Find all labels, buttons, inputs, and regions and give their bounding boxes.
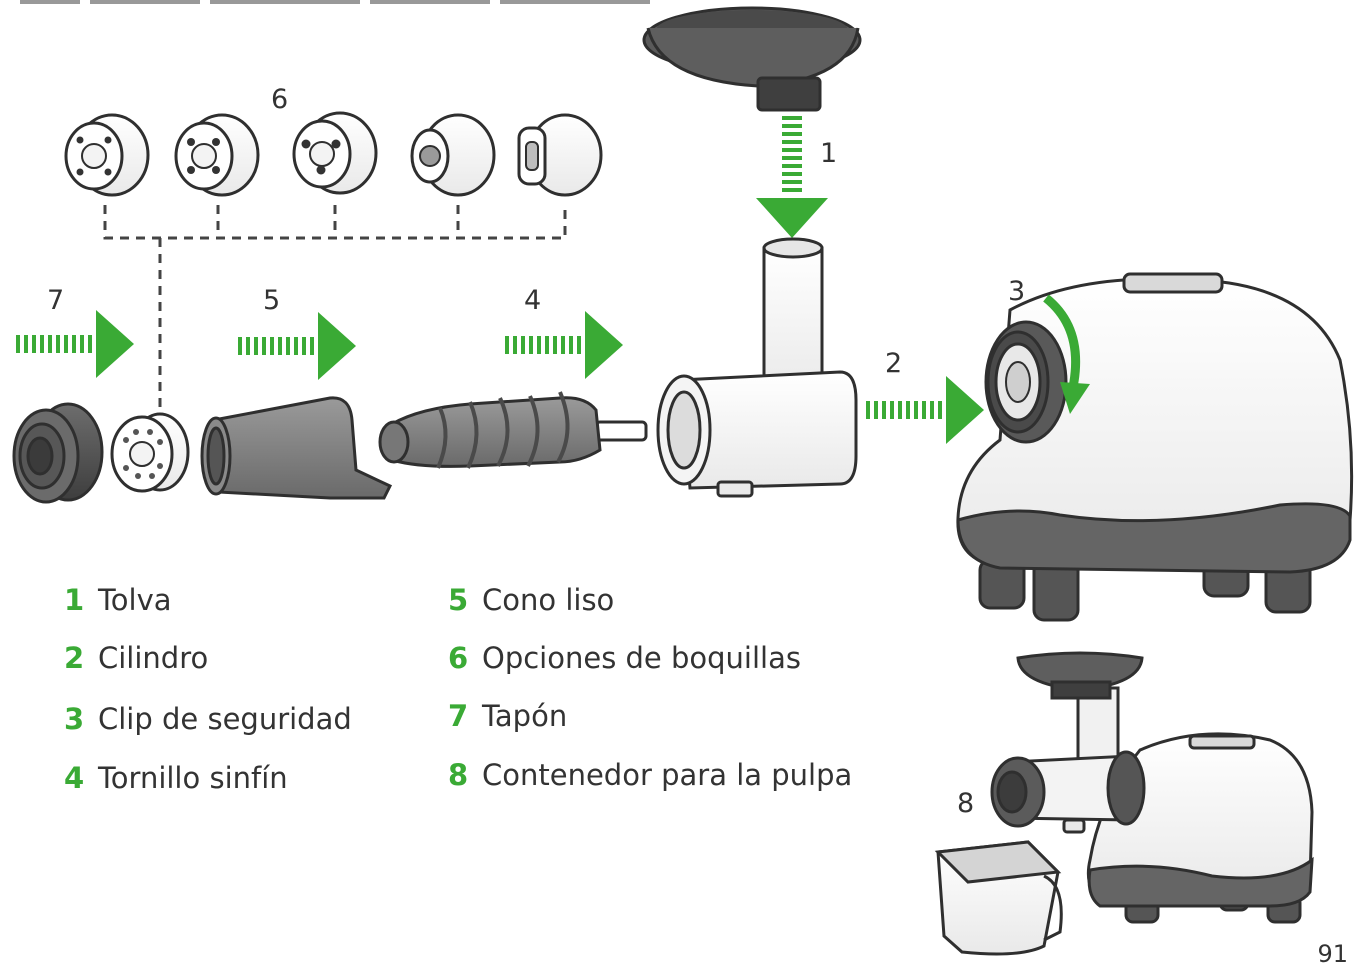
legend-item-4: 4 Tornillo sinfín [64,764,288,793]
callout-5: 5 [263,285,281,316]
smooth-cone-part [200,396,393,500]
legend-item-5: 5 Cono liso [448,586,614,615]
nozzle-e [517,113,603,197]
nozzle-options [64,111,603,197]
legend-item-1: 1 Tolva [64,586,172,615]
legend-number: 2 [64,641,85,675]
legend-label: Tolva [98,583,172,617]
legend-number: 8 [448,758,469,792]
legend-label: Cilindro [98,641,209,675]
legend-label: Contenedor para la pulpa [482,758,853,792]
legend-label: Opciones de boquillas [482,641,801,675]
top-cut-text [20,0,650,4]
callout-2: 2 [885,348,903,379]
cap-part [12,402,104,504]
callout-6: 6 [271,84,289,115]
legend-label: Cono liso [482,583,615,617]
legend-number: 1 [64,583,85,617]
legend-label: Tapón [482,699,568,733]
arrow-4 [505,311,623,379]
cylinder-part [656,237,858,498]
legend-item-6: 6 Opciones de boquillas [448,644,801,673]
juicer-main-unit [956,272,1354,622]
legend-item-8: 8 Contenedor para la pulpa [448,761,852,790]
callout-8: 8 [957,788,975,819]
nozzle-c [292,111,378,195]
legend-item-2: 2 Cilindro [64,644,208,673]
legend-number: 7 [448,699,469,733]
hopper-part [642,6,862,112]
legend-item-7: 7 Tapón [448,702,567,731]
legend-label: Tornillo sinfín [98,761,288,795]
legend-label: Clip de seguridad [98,702,352,736]
assembled-juicer [990,651,1314,924]
callout-3: 3 [1008,276,1026,307]
page-number: 91 [1317,940,1348,968]
nozzle-connector [103,205,567,410]
legend-number: 3 [64,702,85,736]
auger-part [378,391,648,469]
callout-7: 7 [47,285,65,316]
legend-number: 4 [64,761,85,795]
arrow-1-down [756,116,828,238]
arrow-5 [238,312,356,380]
fitted-nozzle [110,412,190,493]
arrow-7 [16,310,134,378]
legend-item-3: 3 Clip de seguridad [64,705,352,734]
nozzle-d [410,113,496,197]
legend-number: 5 [448,583,469,617]
pulp-container [934,840,1063,956]
nozzle-b [174,113,260,197]
arrow-2 [866,376,984,444]
callout-4: 4 [524,285,542,316]
callout-1: 1 [820,138,838,169]
legend-number: 6 [448,641,469,675]
nozzle-a [64,113,150,197]
lock-rotation-arrow [1043,294,1090,414]
